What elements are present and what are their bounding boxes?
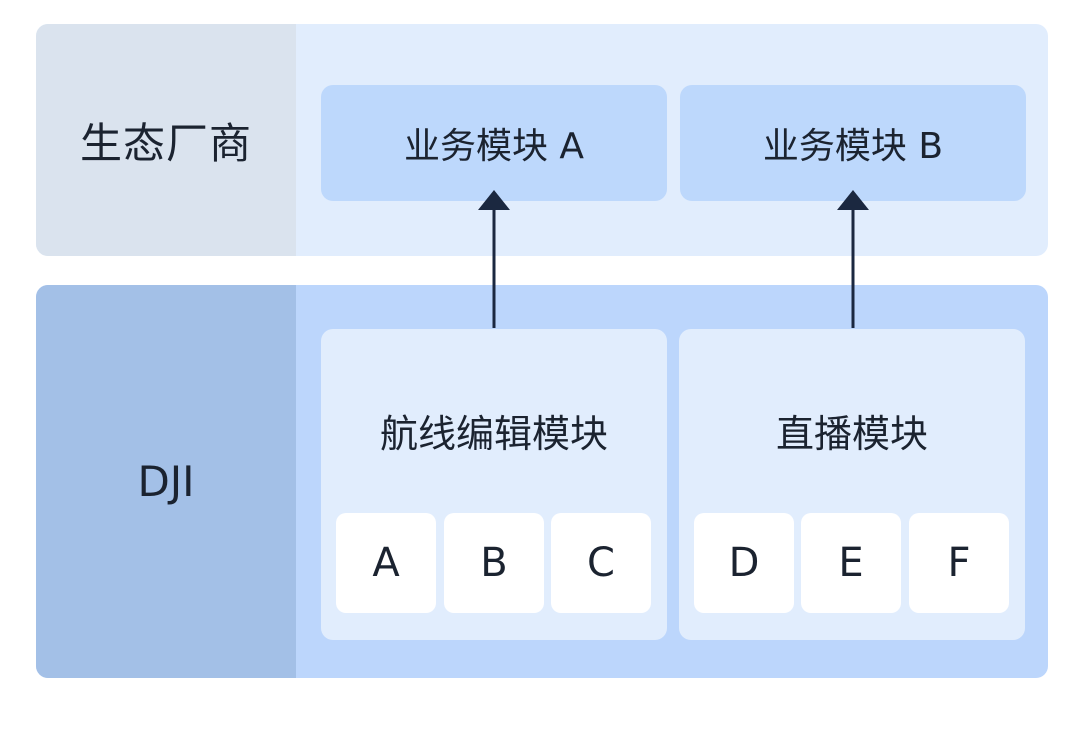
vendor-tier-label-panel: 生态厂商 [36, 24, 296, 256]
component-e: E [801, 513, 901, 613]
core-module-route-editing-title: 航线编辑模块 [379, 411, 608, 456]
vendor-tier-label: 生态厂商 [79, 118, 252, 168]
component-a: A [336, 513, 436, 613]
dji-tier-label-panel: DJI [36, 285, 296, 678]
core-module-livestream-title: 直播模块 [775, 411, 928, 456]
business-module-b-label: 业务模块 B [762, 126, 944, 167]
business-module-a: 业务模块 A [321, 85, 667, 201]
component-f: F [909, 513, 1009, 613]
component-b: B [444, 513, 544, 613]
business-module-b: 业务模块 B [680, 85, 1026, 201]
dji-tier-label: DJI [137, 457, 195, 506]
component-d: D [694, 513, 794, 613]
component-c: C [551, 513, 651, 613]
business-module-a-label: 业务模块 A [403, 126, 585, 167]
